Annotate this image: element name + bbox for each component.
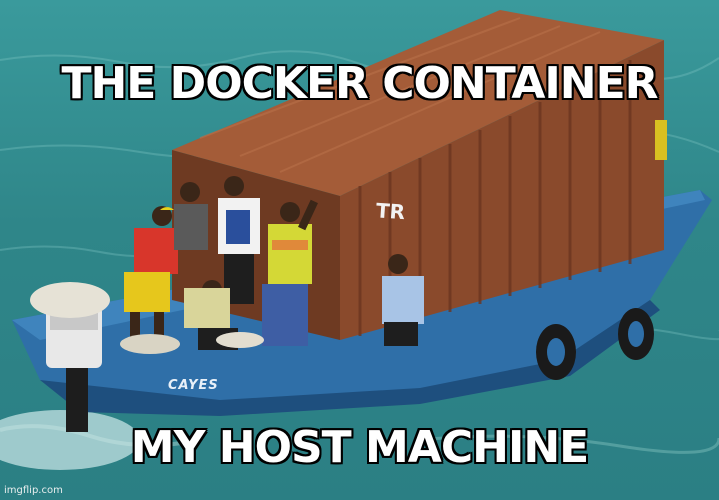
person-yellow-jacket <box>262 199 318 346</box>
container-marking: TR <box>375 198 406 225</box>
watermark: imgflip.com <box>4 485 63 496</box>
person-blue-shirt <box>382 254 424 346</box>
person-red-shirt <box>124 206 178 348</box>
hull-name-label: CAYES <box>168 378 219 393</box>
crew <box>124 176 424 350</box>
top-caption: THE DOCKER CONTAINER <box>61 58 658 109</box>
person-white-shirt <box>218 176 260 304</box>
bottom-caption: MY HOST MACHINE <box>130 422 589 473</box>
cargo-sacks <box>30 282 264 354</box>
person-back <box>174 182 208 250</box>
wake-foam <box>0 410 140 470</box>
outboard-motor <box>46 306 102 432</box>
tyre-fenders <box>536 308 654 380</box>
